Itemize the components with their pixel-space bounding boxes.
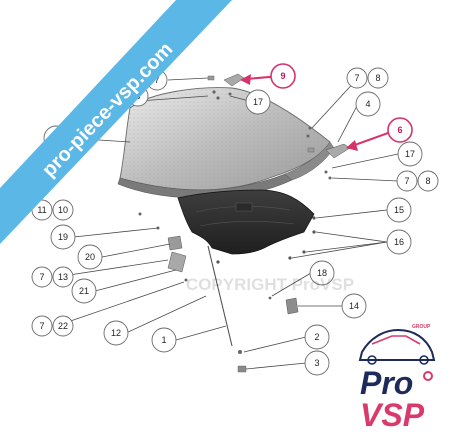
hinge-left <box>207 73 245 100</box>
callout-22[interactable]: 22 <box>52 315 74 337</box>
callout-label: 7 <box>154 75 159 85</box>
callout-7f[interactable]: 7 <box>31 315 53 337</box>
callout-label: 22 <box>58 321 68 331</box>
callout-label: 18 <box>317 268 327 278</box>
hood-prop-rod <box>207 245 247 373</box>
callout-6[interactable]: 6 <box>387 117 413 143</box>
callout-7c[interactable]: 7 <box>346 67 368 89</box>
provsp-logo: GROUP Pro VSP <box>358 324 436 433</box>
callout-14[interactable]: 14 <box>341 293 367 319</box>
logo-line-pro: Pro <box>360 365 413 401</box>
callout-label: 9 <box>280 71 285 81</box>
callout-label: 14 <box>349 301 359 311</box>
callout-label: 1 <box>161 335 166 345</box>
callout-label: 7 <box>354 73 359 83</box>
callout-8b[interactable]: 8 <box>367 67 389 89</box>
callout-label: 20 <box>85 252 95 262</box>
callout-label: 17 <box>405 149 415 159</box>
hood-latch-assembly <box>138 212 188 282</box>
callout-label: 7 <box>39 272 44 282</box>
hood-panel <box>117 87 335 199</box>
callout-label: 8 <box>375 73 380 83</box>
logo-wheel-right <box>419 355 429 365</box>
callout-label: 11 <box>37 205 46 215</box>
callout-label: 8 <box>425 176 430 186</box>
callout-label: 3 <box>314 358 319 368</box>
highlight-arrow-6 <box>346 132 389 151</box>
logo-line-vsp: VSP <box>360 397 425 433</box>
callout-10[interactable]: 10 <box>52 199 74 221</box>
callout-label: 4 <box>365 99 370 109</box>
callout-9[interactable]: 9 <box>270 63 296 89</box>
callout-8c[interactable]: 8 <box>417 170 439 192</box>
callout-20[interactable]: 20 <box>77 244 103 270</box>
callout-7e[interactable]: 7 <box>31 266 53 288</box>
callout-3[interactable]: 3 <box>304 350 330 376</box>
callout-label: 19 <box>58 232 68 242</box>
callout-label: 13 <box>58 272 68 282</box>
liner-clips <box>216 216 316 264</box>
callout-label: 12 <box>111 328 121 338</box>
callout-18[interactable]: 18 <box>309 260 335 286</box>
callout-12[interactable]: 12 <box>103 320 129 346</box>
logo-car-outline <box>358 328 436 361</box>
callout-15[interactable]: 15 <box>386 197 412 223</box>
callout-7d[interactable]: 7 <box>396 170 418 192</box>
callout-2[interactable]: 2 <box>304 324 330 350</box>
callout-label: 6 <box>397 125 402 135</box>
banner-stripe <box>0 0 232 244</box>
logo-group-text: GROUP <box>412 324 431 330</box>
logo-dot <box>423 371 433 381</box>
logo-car-windshield <box>371 335 421 345</box>
callout-17a[interactable]: 17 <box>245 89 271 115</box>
callout-label: 17 <box>253 97 263 107</box>
callout-16[interactable]: 16 <box>386 229 412 255</box>
callout-label: 21 <box>79 286 89 296</box>
callout-label: 10 <box>58 205 68 215</box>
callout-21[interactable]: 21 <box>71 278 97 304</box>
callout-label: 2 <box>314 332 319 342</box>
copyright-watermark: COPYRIGHT ProVSP <box>186 275 354 294</box>
callout-13[interactable]: 13 <box>52 266 74 288</box>
callout-4[interactable]: 4 <box>355 91 381 117</box>
callout-label: 7 <box>404 176 409 186</box>
logo-wheel-left <box>367 355 377 365</box>
callout-17b[interactable]: 17 <box>397 141 423 167</box>
callout-label: 7 <box>39 321 44 331</box>
callout-label: 16 <box>394 237 404 247</box>
callout-label: 15 <box>394 205 404 215</box>
callout-19[interactable]: 19 <box>50 224 76 250</box>
callout-1[interactable]: 1 <box>151 327 177 353</box>
release-cable-bracket <box>268 296 299 315</box>
hood-insulation-liner <box>177 189 315 255</box>
leader-lines <box>55 77 399 370</box>
